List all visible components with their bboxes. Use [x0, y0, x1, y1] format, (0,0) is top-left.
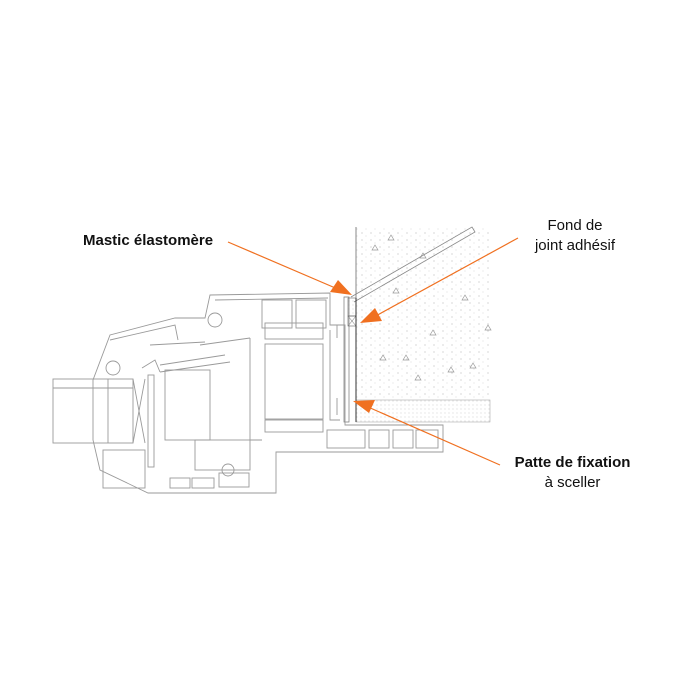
leader-fond-de-joint: [360, 237, 519, 323]
leader-mastic: [227, 241, 352, 295]
label-patte-line1: Patte de fixation: [514, 454, 631, 471]
label-patte-fixation: Patte de fixation à sceller: [505, 453, 640, 493]
label-patte-line2: à sceller: [544, 474, 601, 491]
joint-sealant: [343, 296, 357, 423]
label-mastic-elastomere: Mastic élastomère: [83, 232, 214, 249]
leader-patte-fixation: [353, 400, 501, 466]
label-fond-de-joint: Fond de joint adhésif: [520, 216, 630, 256]
window-frame-profile: [92, 292, 444, 494]
label-fond-line2: joint adhésif: [534, 237, 616, 254]
sloped-sill-flashing: [350, 226, 476, 303]
label-fond-line1: Fond de: [547, 217, 603, 234]
glazing-unit: [52, 359, 161, 468]
